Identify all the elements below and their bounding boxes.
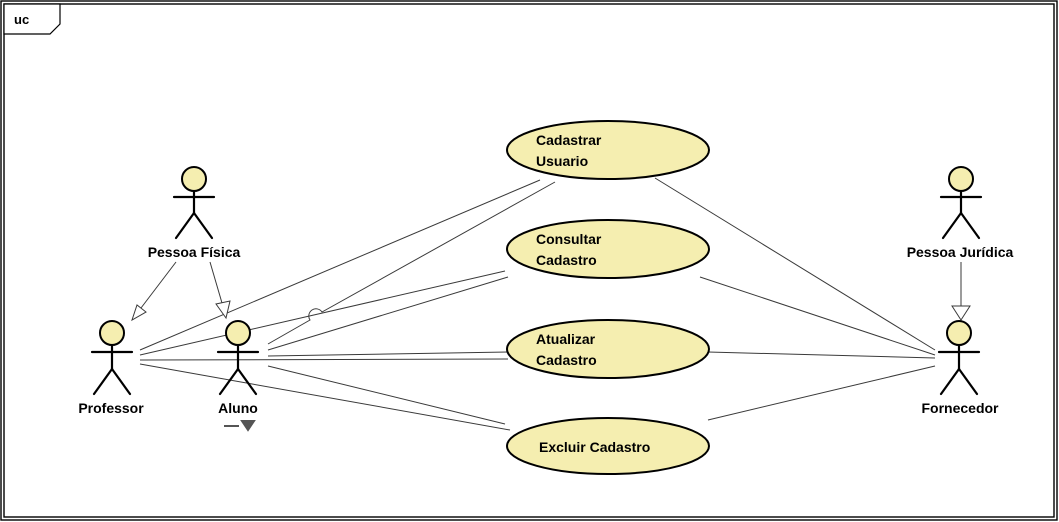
gen-aluno-arrowhead [215, 300, 231, 320]
use-case-cadastrar[interactable]: Cadastrar Usuario [506, 120, 710, 180]
actor-icon [172, 166, 216, 240]
assoc-fornecedor-consultar [699, 276, 936, 356]
actor-pessoa-juridica[interactable]: Pessoa Jurídica [907, 166, 1014, 260]
assoc-professor-cadastrar [139, 179, 541, 351]
collapse-marker-icon[interactable] [224, 420, 256, 432]
associations [139, 177, 936, 431]
actor-icon [216, 320, 260, 396]
use-case-label: Excluir Cadastro [539, 439, 650, 455]
use-case-label-line1: Consultar [536, 231, 602, 247]
frame-tab [3, 3, 61, 35]
assoc-aluno-cadastrar [267, 181, 556, 345]
assoc-professor-excluir [139, 363, 511, 431]
assoc-aluno-atualizar [267, 351, 509, 357]
use-case-consultar[interactable]: Consultar Cadastro [506, 219, 710, 279]
use-case-label-line2: Usuario [536, 153, 588, 169]
gen-professor-arrowhead [131, 304, 147, 322]
actor-label: Pessoa Jurídica [907, 244, 1014, 260]
actor-professor[interactable]: Professor [78, 320, 144, 416]
actor-label: Fornecedor [921, 400, 999, 416]
use-case-ellipse [506, 319, 710, 379]
actor-icon [939, 166, 983, 240]
frame-label: uc [14, 12, 29, 27]
assoc-aluno-excluir [267, 365, 506, 425]
use-case-atualizar[interactable]: Atualizar Cadastro [506, 319, 710, 379]
actor-label: Pessoa Física [148, 244, 241, 260]
assoc-aluno-consultar [267, 276, 509, 351]
use-case-label-line2: Cadastro [536, 252, 597, 268]
actor-icon [937, 320, 981, 396]
diagram-inner-frame [3, 3, 1055, 518]
assoc-fornecedor-excluir [707, 365, 936, 421]
actor-label: Aluno [218, 400, 258, 416]
gen-aluno-line [209, 261, 223, 304]
actor-pessoa-fisica[interactable]: Pessoa Física [148, 166, 241, 260]
use-case-label-line2: Cadastro [536, 352, 597, 368]
actor-aluno[interactable]: Aluno [216, 320, 260, 432]
generalizations [131, 261, 971, 322]
actor-icon [90, 320, 134, 396]
assoc-fornecedor-atualizar [707, 351, 936, 359]
use-case-ellipse [506, 219, 710, 279]
actor-fornecedor[interactable]: Fornecedor [921, 320, 999, 416]
use-case-label-line1: Atualizar [536, 331, 596, 347]
use-case-ellipse [506, 417, 710, 475]
use-case-label-line1: Cadastrar [536, 132, 602, 148]
use-case-ellipse [506, 120, 710, 180]
assoc-professor-consultar [139, 270, 506, 356]
assoc-fornecedor-cadastrar [654, 177, 936, 351]
actor-label: Professor [78, 400, 144, 416]
assoc-professor-atualizar [139, 358, 509, 361]
use-case-excluir[interactable]: Excluir Cadastro [506, 417, 710, 475]
gen-professor-line [140, 261, 177, 309]
gen-fornecedor-arrowhead [951, 305, 971, 321]
